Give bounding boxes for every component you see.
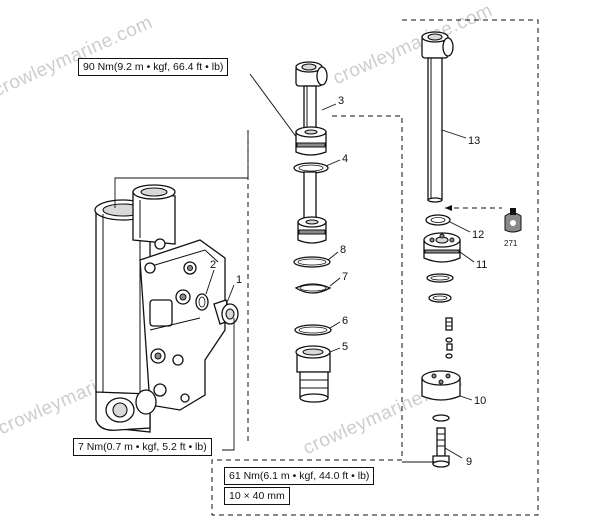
part-5-valve-piston bbox=[295, 345, 331, 403]
part-8-o-ring bbox=[293, 256, 331, 268]
part-2-o-ring bbox=[195, 293, 209, 311]
part-number-6: 6 bbox=[342, 315, 348, 327]
part-3-piston-rod bbox=[295, 61, 328, 133]
sealant-bottle-icon bbox=[504, 208, 522, 233]
part-number-1: 1 bbox=[236, 274, 242, 286]
part-10-piston bbox=[421, 370, 461, 401]
valve-spring-parts bbox=[445, 317, 453, 359]
part-number-11: 11 bbox=[476, 259, 487, 271]
arrow-head bbox=[445, 205, 452, 211]
part-6-o-ring bbox=[294, 324, 332, 336]
part-4-rod-gland bbox=[293, 126, 329, 221]
part-11-gland-cap bbox=[423, 232, 461, 263]
part-7-backup-ring bbox=[294, 283, 332, 294]
part-number-5: 5 bbox=[342, 341, 348, 353]
part-9-bolt bbox=[432, 427, 450, 468]
piston bbox=[297, 216, 327, 244]
part-12-washer bbox=[425, 214, 451, 226]
part-number-4: 4 bbox=[342, 153, 348, 165]
part-number-13: 13 bbox=[468, 135, 480, 147]
washer-bottom bbox=[432, 414, 450, 422]
sealant-code: 271 bbox=[504, 239, 518, 248]
part-number-12: 12 bbox=[472, 229, 484, 241]
part-13-tilt-rod bbox=[421, 31, 454, 203]
leader-7nm bbox=[222, 318, 235, 451]
torque-label-upper: 90 Nm(9.2 m • kgf, 66.4 ft • lb) bbox=[78, 58, 229, 76]
leader-90nm-to-body bbox=[114, 130, 249, 208]
cylinder-body bbox=[94, 184, 226, 433]
part-number-8: 8 bbox=[340, 244, 346, 256]
part-number-7: 7 bbox=[342, 271, 348, 283]
dashed-group-right bbox=[211, 19, 539, 516]
part-number-2: 2 bbox=[210, 259, 216, 271]
part-number-10: 10 bbox=[474, 395, 486, 407]
torque-label-plug: 7 Nm(0.7 m • kgf, 5.2 ft • lb) bbox=[73, 438, 212, 456]
part-number-9: 9 bbox=[466, 456, 472, 468]
leader-90nm-to-rod bbox=[249, 73, 301, 143]
torque-label-bolt: 61 Nm(6.1 m • kgf, 44.0 ft • lb) bbox=[224, 467, 375, 485]
bolt-size-label: 10 × 40 mm bbox=[224, 487, 290, 505]
part-number-3: 3 bbox=[338, 95, 344, 107]
